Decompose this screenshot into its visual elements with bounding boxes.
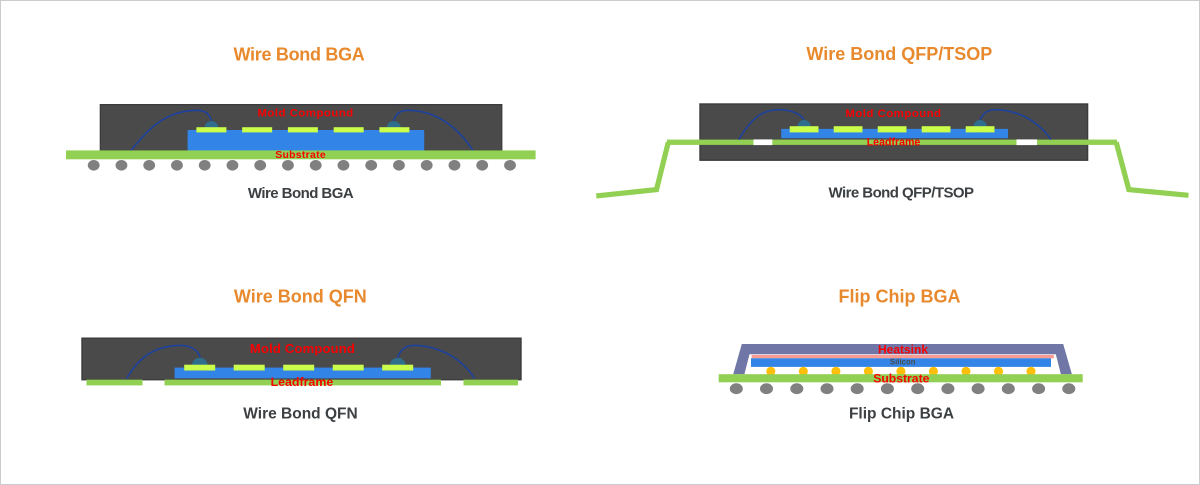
svg-text:Leadframe: Leadframe xyxy=(867,137,921,149)
svg-text:Substrate: Substrate xyxy=(873,372,929,386)
svg-text:Mold Compound: Mold Compound xyxy=(257,108,353,120)
svg-text:Flip Chip BGA: Flip Chip BGA xyxy=(849,406,954,423)
svg-text:Wire Bond QFP/TSOP: Wire Bond QFP/TSOP xyxy=(829,185,975,202)
svg-text:Wire Bond QFN: Wire Bond QFN xyxy=(234,287,367,307)
svg-text:Mold Compound: Mold Compound xyxy=(250,341,355,356)
svg-text:Wire Bond BGA: Wire Bond BGA xyxy=(248,185,354,202)
svg-text:Wire Bond QFP/TSOP: Wire Bond QFP/TSOP xyxy=(806,44,992,64)
svg-text:Substrate: Substrate xyxy=(275,150,326,161)
svg-text:Mold Compound: Mold Compound xyxy=(845,108,941,120)
svg-text:Flip Chip BGA: Flip Chip BGA xyxy=(839,287,961,307)
svg-text:Leadframe: Leadframe xyxy=(271,375,334,389)
svg-text:Wire Bond QFN: Wire Bond QFN xyxy=(243,406,357,423)
svg-text:Heatsink: Heatsink xyxy=(878,342,928,356)
svg-text:Wire Bond BGA: Wire Bond BGA xyxy=(234,45,365,65)
svg-text:Silicon: Silicon xyxy=(890,358,916,367)
